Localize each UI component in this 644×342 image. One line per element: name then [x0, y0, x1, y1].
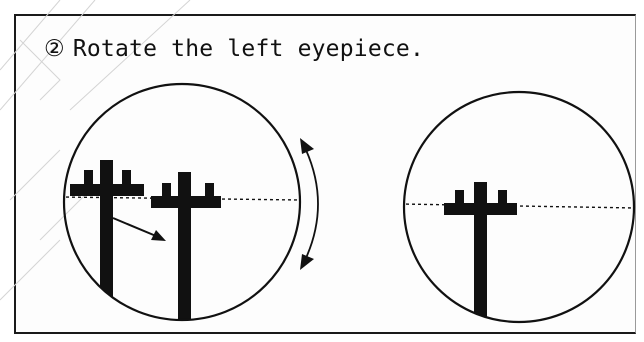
instruction-caption: ② Rotate the left eyepiece.	[44, 32, 424, 66]
utility-pole-icon	[444, 182, 517, 322]
step-number: ②	[44, 36, 65, 62]
watermark	[0, 0, 191, 301]
right-horizon-line	[404, 203, 634, 209]
left-eyepiece-view	[62, 82, 302, 322]
left-eyepiece-circle	[62, 82, 302, 322]
utility-pole-icon	[151, 172, 221, 320]
right-eyepiece-view	[402, 90, 636, 324]
rotate-arrow-icon	[300, 138, 319, 270]
instruction-text: Rotate the left eyepiece.	[72, 36, 425, 62]
right-eyepiece-circle	[402, 90, 636, 324]
utility-pole-icon	[70, 160, 144, 320]
shift-arrow-icon	[112, 217, 166, 241]
illustration-frame	[14, 14, 636, 334]
